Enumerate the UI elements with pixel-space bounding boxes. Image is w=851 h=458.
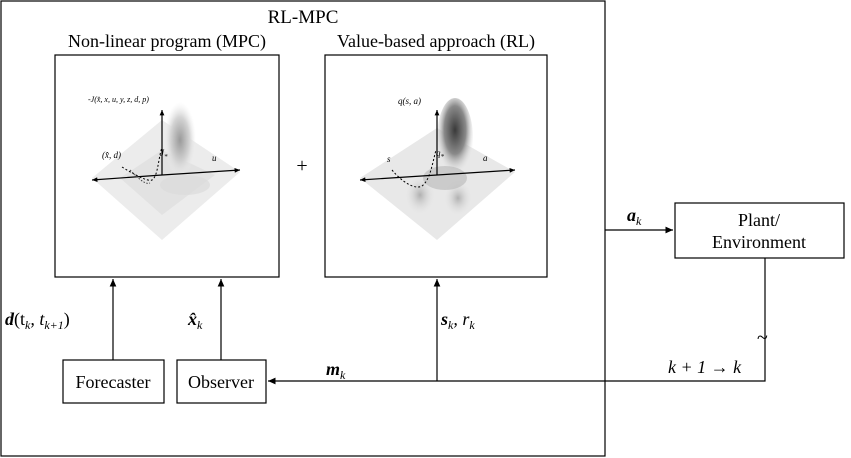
state-estimate-label: x̂k xyxy=(187,309,203,332)
rl-peak-base xyxy=(423,166,467,190)
rl-right-axis xyxy=(436,167,516,176)
right-panel-title: Value-based approach (RL) xyxy=(337,31,535,52)
forecast-label: d(tk, tk+1) xyxy=(5,309,70,332)
main-title: RL-MPC xyxy=(268,7,339,28)
rl-surface-plot: q(s, a) s q* a xyxy=(359,96,516,240)
left-panel-title: Non-linear program (MPC) xyxy=(68,31,266,52)
mpc-trajectory xyxy=(121,146,163,181)
mpc-u-label: u xyxy=(212,153,217,163)
measurement-label: mk xyxy=(326,359,346,382)
mpc-z-label: -J(x̂, x, u, y, z, d, p) xyxy=(88,95,149,104)
rl-peak xyxy=(437,98,473,178)
forecaster-label: Forecaster xyxy=(76,372,151,392)
plant-block xyxy=(674,202,845,259)
state-reward-label: sk, rk xyxy=(440,309,475,332)
action-label: ak xyxy=(627,205,642,228)
rl-optimum-label: q* xyxy=(436,148,445,161)
plant-label-line2: Environment xyxy=(712,232,806,252)
mpc-panel xyxy=(54,54,280,278)
plant-label-line1: Plant/ xyxy=(738,210,780,230)
observer-label: Observer xyxy=(188,372,254,392)
mpc-surface-plot: -J(x̂, x, u, y, z, d, p) (x̂, d) J* u xyxy=(88,95,241,240)
measurement-path xyxy=(268,258,766,385)
mpc-optimum-label: J* xyxy=(160,148,168,161)
mpc-left-axis xyxy=(91,174,163,183)
rl-a-label: a xyxy=(483,153,488,163)
time-step-label: k + 1 → k xyxy=(668,357,742,377)
observer-block xyxy=(176,359,267,404)
rl-trajectory xyxy=(391,149,437,188)
mpc-point-label: (x̂, d) xyxy=(102,150,121,160)
mpc-right-axis xyxy=(161,167,241,176)
rl-z-label: q(s, a) xyxy=(398,96,421,106)
delay-symbol: ~ xyxy=(757,327,768,349)
rl-s-label: s xyxy=(387,154,391,164)
mpc-peak-base xyxy=(160,175,210,195)
mpc-peak xyxy=(164,102,196,178)
mpc-trajectory-2 xyxy=(129,169,151,184)
plus-sign: + xyxy=(296,155,307,177)
rl-mpc-outer-box xyxy=(0,0,606,457)
